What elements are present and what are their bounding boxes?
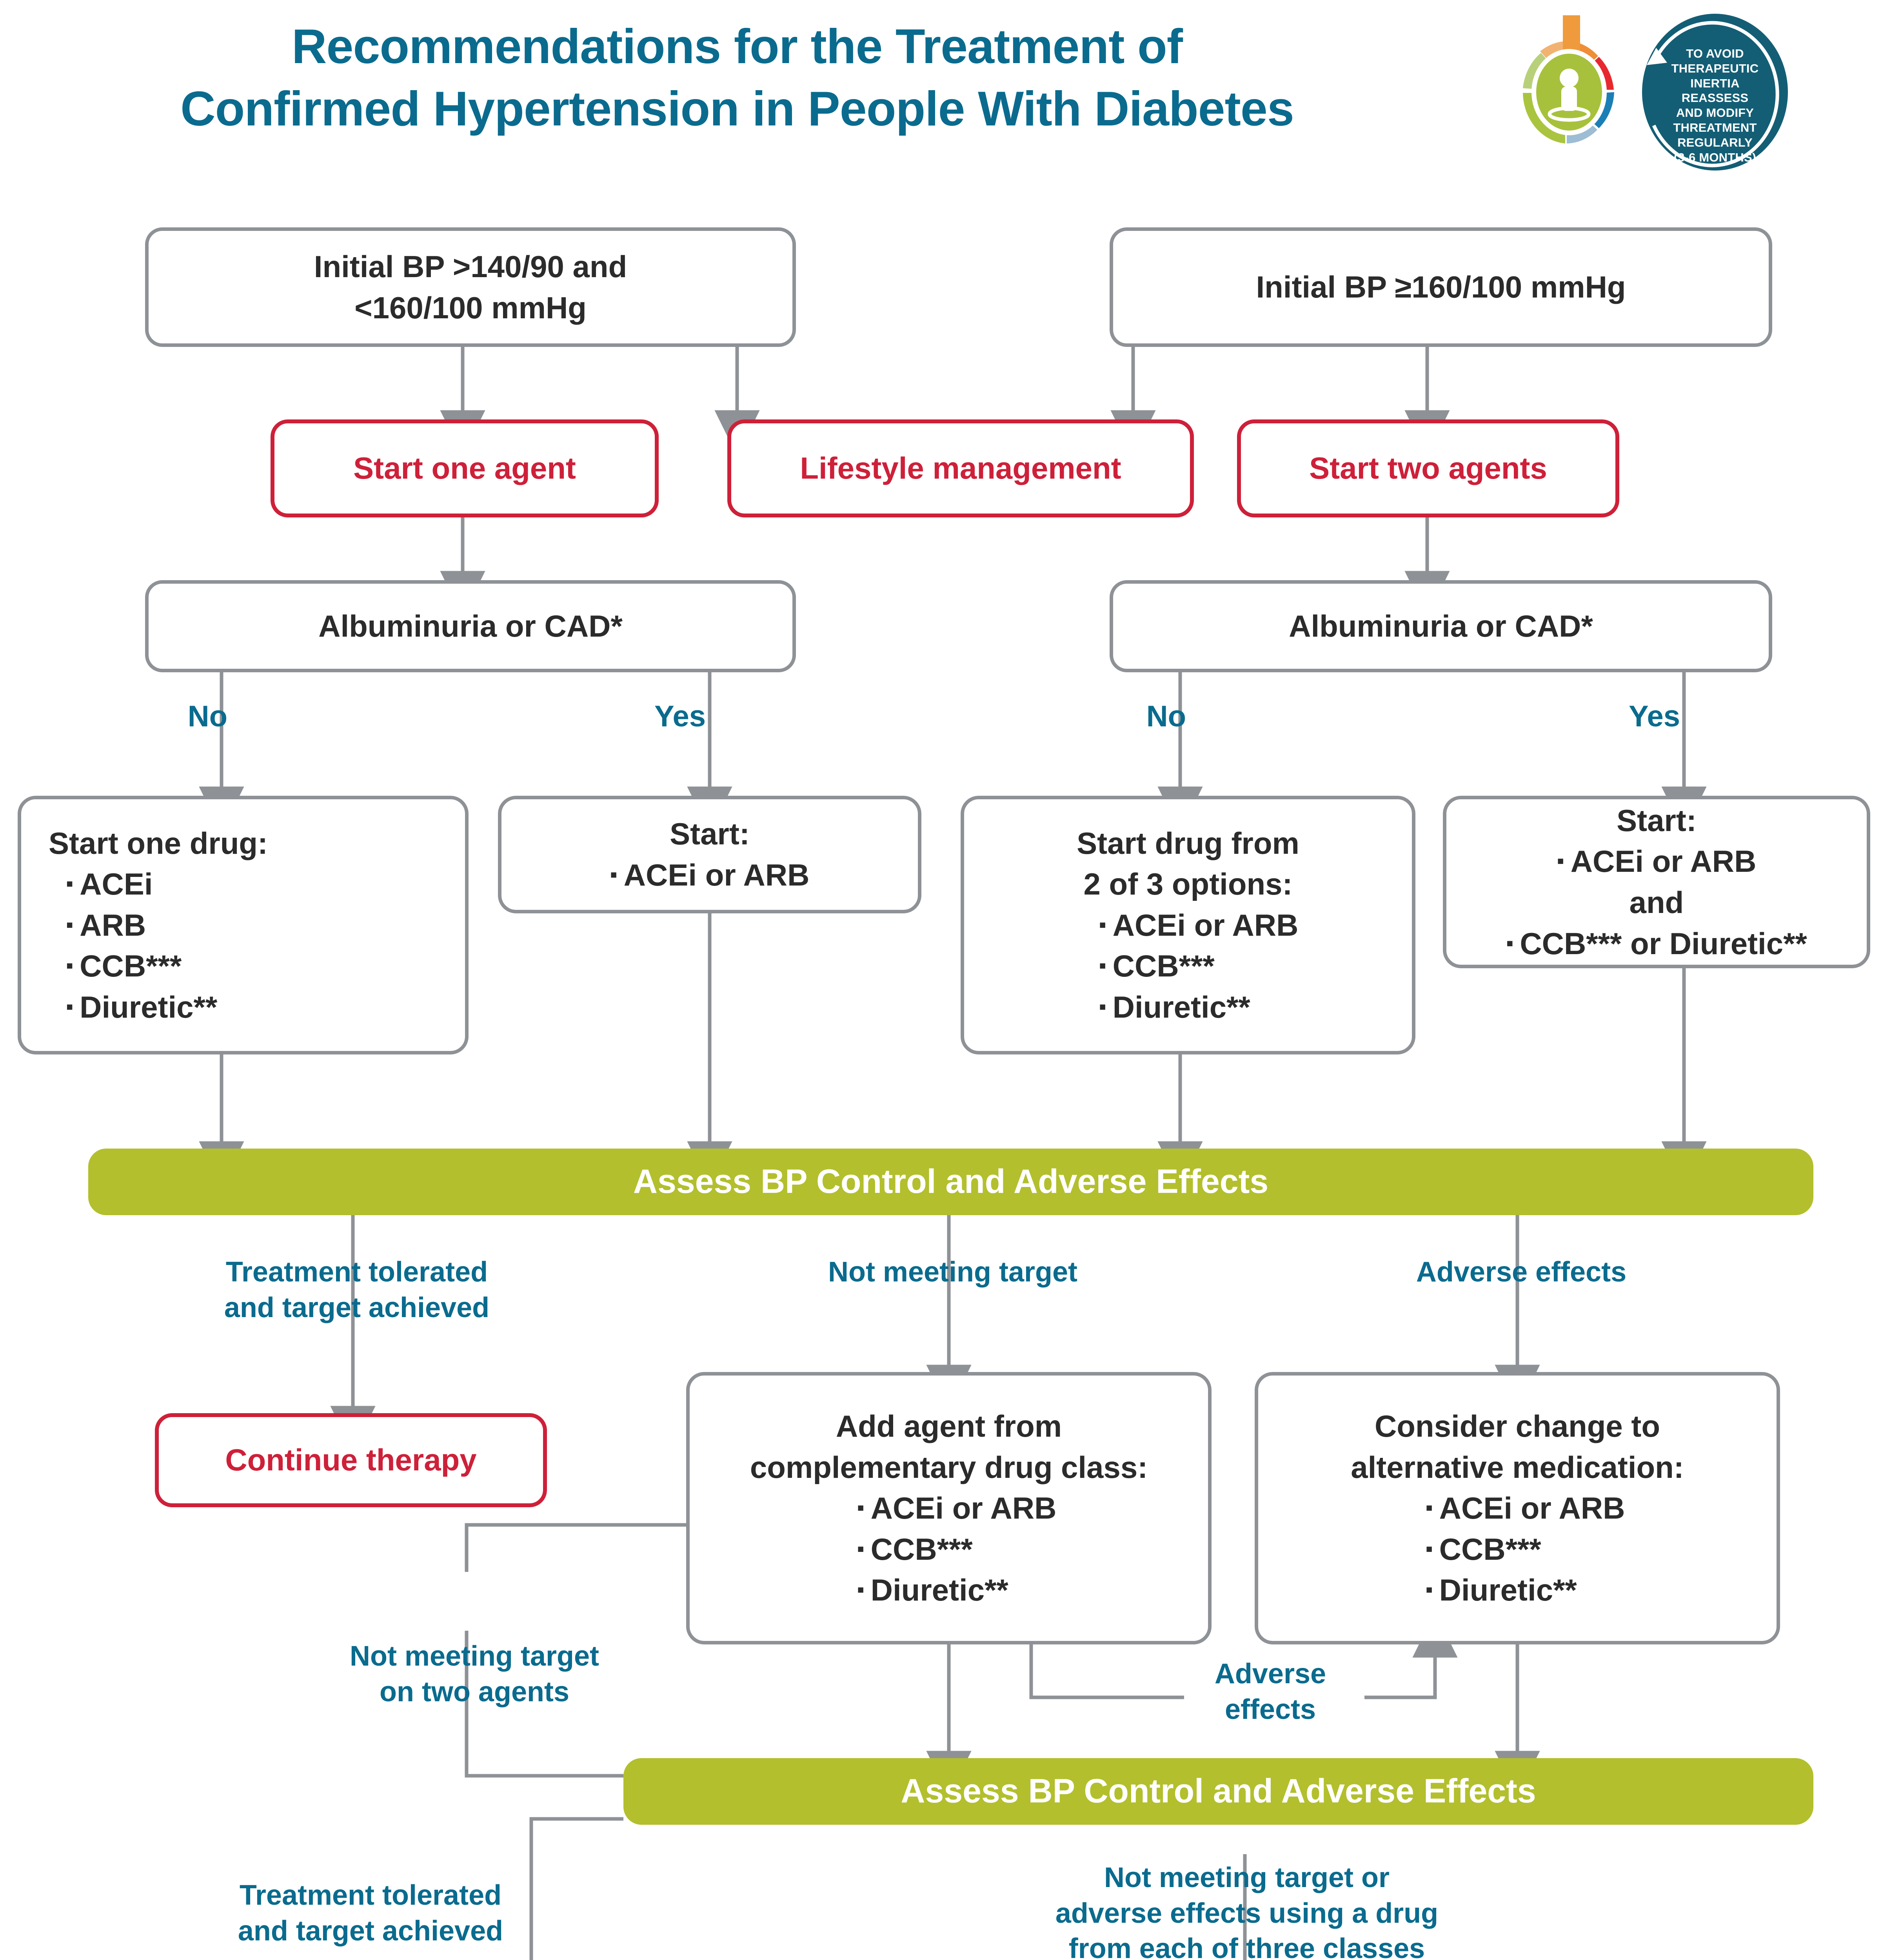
logo-badge-line: (3-6 MONTHS) — [1673, 150, 1757, 164]
node-start-two-of-three-list: ACEi or ARB CCB*** Diuretic** — [1099, 905, 1299, 1028]
list-item: Diuretic** — [66, 987, 217, 1028]
node-albuminuria-left[interactable]: Albuminuria or CAD* — [145, 580, 796, 672]
node-start-two-agents[interactable]: Start two agents — [1237, 419, 1619, 517]
list-item: CCB*** or Diuretic** — [1506, 923, 1807, 964]
node-continue-therapy-1[interactable]: Continue therapy — [155, 1413, 547, 1507]
list-item: ACEi or ARB — [857, 1488, 1057, 1529]
edge-label-adverse-effects-top: Adverse effects — [1416, 1256, 1627, 1288]
node-start-two-of-three-line2: 2 of 3 options: — [1083, 867, 1293, 902]
node-consider-change[interactable]: Consider change to alternative medicatio… — [1255, 1372, 1780, 1644]
logo-badge-line: REGULARLY — [1677, 135, 1753, 149]
edge-label-not-meeting-target: Not meeting target — [828, 1256, 1078, 1288]
node-add-agent-line2: complementary drug class: — [750, 1450, 1148, 1485]
node-albuminuria-right-label: Albuminuria or CAD* — [1289, 608, 1593, 643]
edge-label-not-meeting-three: Not meeting target or adverse effects us… — [1055, 1862, 1439, 1960]
logo-graphic — [1523, 14, 1788, 171]
node-start-one-drug-list: ACEi ARB CCB*** Diuretic** — [66, 864, 217, 1027]
node-assess-bar-2-label: Assess BP Control and Adverse Effects — [901, 1772, 1536, 1810]
node-initial-bp-low-line1: Initial BP >140/90 and — [314, 249, 627, 284]
node-albuminuria-right[interactable]: Albuminuria or CAD* — [1110, 580, 1772, 672]
list-item: ARB — [66, 905, 217, 946]
node-add-agent-line1: Add agent from — [836, 1409, 1062, 1444]
node-lifestyle-management-label: Lifestyle management — [800, 451, 1121, 486]
list-item: ACEi — [66, 864, 217, 905]
node-start-one-drug-title: Start one drug: — [49, 826, 268, 860]
list-item: CCB*** — [857, 1529, 1057, 1570]
list-item: CCB*** — [1426, 1529, 1625, 1570]
edge-label-tolerated-1: Treatment tolerated and target achieved — [224, 1256, 490, 1323]
node-start-left-yes-title: Start: — [670, 817, 750, 851]
node-consider-change-line2: alternative medication: — [1351, 1450, 1684, 1485]
list-item: ACEi or ARB — [1099, 905, 1299, 946]
edge-label-no-left: No — [187, 700, 227, 733]
list-item: Diuretic** — [1426, 1570, 1625, 1611]
edge-label-no-right: No — [1146, 700, 1186, 733]
page-title-line-2: Confirmed Hypertension in People With Di… — [180, 82, 1294, 136]
node-assess-bar-1[interactable]: Assess BP Control and Adverse Effects — [88, 1149, 1813, 1215]
node-start-one-agent-label: Start one agent — [353, 451, 576, 486]
edge-label-tolerated-2: Treatment tolerated and target achieved — [238, 1880, 503, 1947]
list-item: CCB*** — [1099, 946, 1299, 987]
node-start-right-yes[interactable]: Start: ACEi or ARB and CCB*** or Diureti… — [1443, 796, 1870, 968]
list-item: CCB*** — [66, 946, 217, 987]
node-assess-bar-2[interactable]: Assess BP Control and Adverse Effects — [623, 1758, 1813, 1825]
edge-label-yes-left: Yes — [654, 700, 706, 733]
node-start-two-of-three[interactable]: Start drug from 2 of 3 options: ACEi or … — [961, 796, 1415, 1054]
node-start-one-drug[interactable]: Start one drug: ACEi ARB CCB*** Diuretic… — [18, 796, 469, 1054]
node-start-two-of-three-line1: Start drug from — [1077, 826, 1299, 860]
logo-badge-line: TO AVOID — [1686, 47, 1744, 60]
edge-label-yes-right: Yes — [1628, 700, 1680, 733]
node-consider-change-list: ACEi or ARB CCB*** Diuretic** — [1426, 1488, 1625, 1611]
node-start-right-yes-list-2: CCB*** or Diuretic** — [1506, 923, 1807, 964]
list-item: ACEi or ARB — [610, 855, 810, 896]
logo-badge-line: THREATMENT — [1673, 121, 1757, 135]
list-item: ACEi or ARB — [1557, 841, 1757, 882]
logo-badge-circle — [1642, 14, 1788, 171]
node-start-two-agents-label: Start two agents — [1309, 451, 1547, 486]
node-initial-bp-low[interactable]: Initial BP >140/90 and <160/100 mmHg — [145, 227, 796, 347]
node-lifestyle-management[interactable]: Lifestyle management — [727, 419, 1194, 517]
node-continue-therapy-1-label: Continue therapy — [225, 1443, 477, 1477]
node-start-one-agent[interactable]: Start one agent — [271, 419, 659, 517]
node-add-agent-list: ACEi or ARB CCB*** Diuretic** — [857, 1488, 1057, 1611]
node-initial-bp-high-label: Initial BP ≥160/100 mmHg — [1256, 270, 1626, 305]
node-initial-bp-high[interactable]: Initial BP ≥160/100 mmHg — [1110, 227, 1772, 347]
list-item: Diuretic** — [1099, 987, 1299, 1028]
node-assess-bar-1-label: Assess BP Control and Adverse Effects — [633, 1163, 1269, 1201]
node-start-right-yes-title: Start: — [1617, 803, 1697, 838]
node-start-right-yes-list-1: ACEi or ARB — [1557, 841, 1757, 882]
logo-badge-line: THERAPEUTIC — [1671, 61, 1759, 75]
node-initial-bp-low-line2: <160/100 mmHg — [354, 290, 587, 325]
edge-label-adverse-effects-loop: Adverse effects — [1214, 1658, 1326, 1725]
node-add-agent[interactable]: Add agent from complementary drug class:… — [686, 1372, 1212, 1644]
node-consider-change-line1: Consider change to — [1374, 1409, 1660, 1444]
page-title: Recommendations for the Treatment of Con… — [0, 16, 1474, 140]
page-title-line-1: Recommendations for the Treatment of — [291, 20, 1183, 74]
edge-label-not-meeting-two-agents: Not meeting target on two agents — [349, 1641, 599, 1708]
list-item: ACEi or ARB — [1426, 1488, 1625, 1529]
logo-badge-line: AND MODIFY — [1676, 106, 1754, 120]
node-start-left-yes[interactable]: Start: ACEi or ARB — [498, 796, 921, 913]
node-start-right-yes-and: and — [1629, 885, 1684, 920]
node-start-left-yes-list: ACEi or ARB — [610, 855, 810, 896]
list-item: Diuretic** — [857, 1570, 1057, 1611]
node-albuminuria-left-label: Albuminuria or CAD* — [318, 608, 623, 643]
logo-badge-line: INERTIA REASSESS — [1681, 76, 1749, 105]
